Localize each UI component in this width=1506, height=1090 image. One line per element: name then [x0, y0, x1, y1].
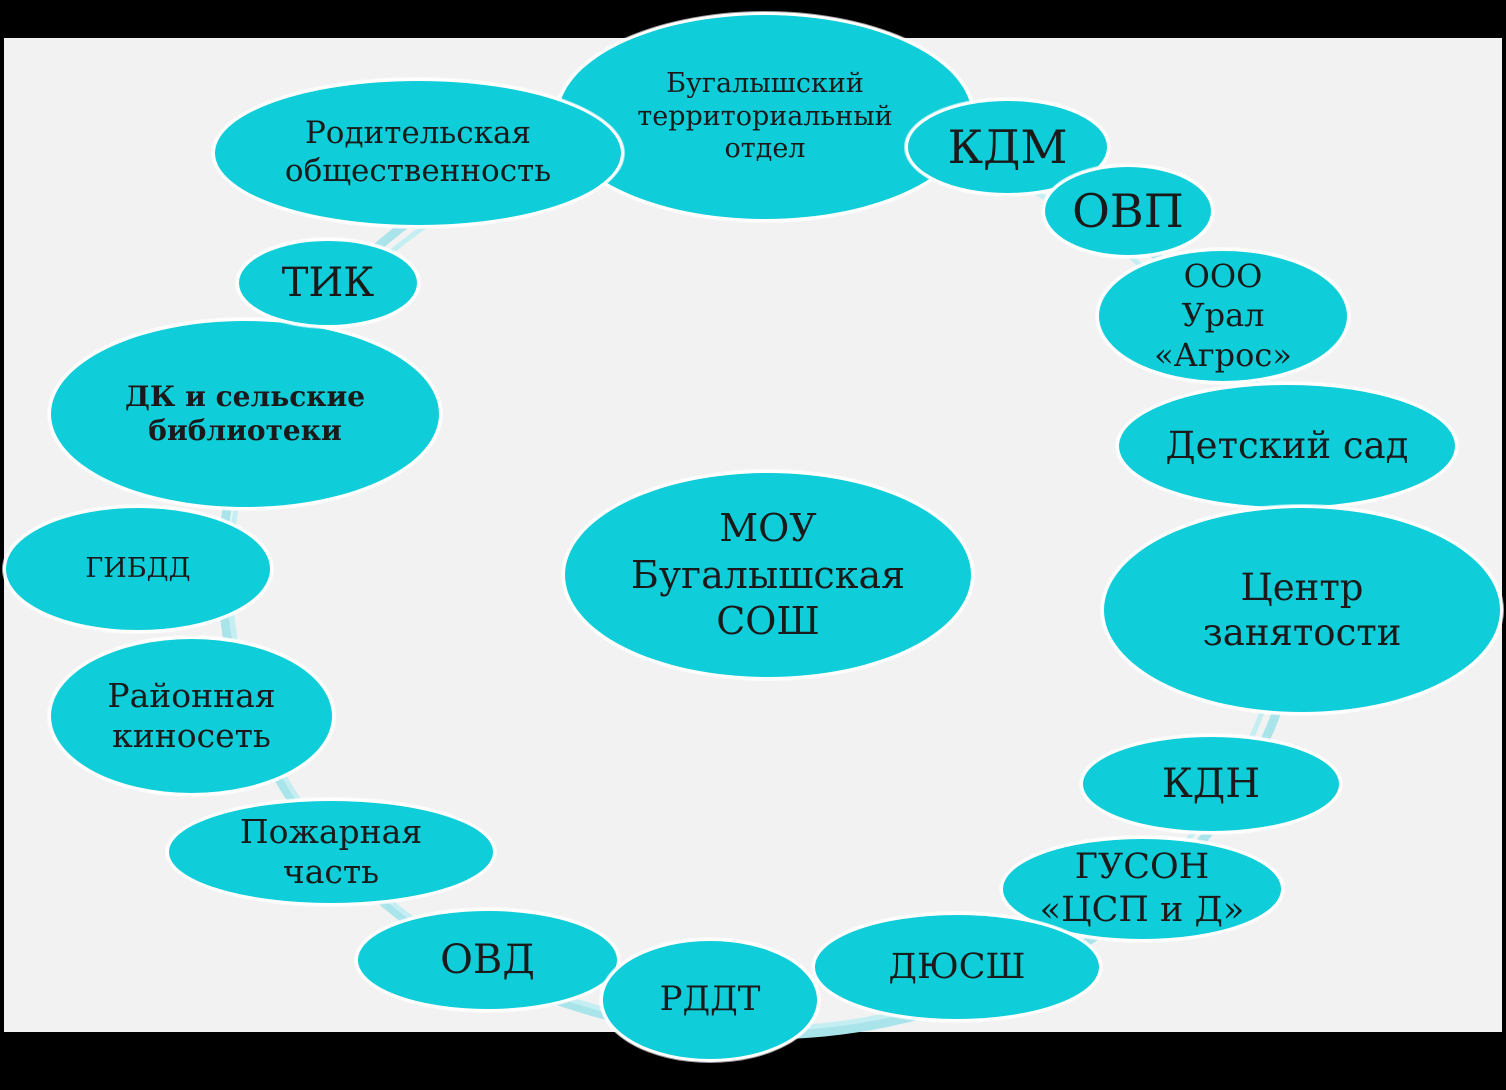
node-label-line: ДЮСШ	[888, 946, 1026, 987]
node-label-line: ОВД	[440, 936, 535, 983]
node-label-line: ООО	[1183, 257, 1263, 296]
node-label-line: Детский сад	[1165, 424, 1409, 468]
node-label-line: КДН	[1161, 760, 1261, 807]
node-label-line: ДК и сельские	[124, 379, 366, 413]
node-label-line: отдел	[724, 133, 806, 165]
node-label-line: Родительская	[304, 115, 532, 152]
node-label-line: «ЦСП и Д»	[1039, 890, 1245, 930]
node-label-line: Бугалышский	[666, 67, 864, 99]
node-ovd: ОВД	[355, 908, 620, 1012]
node-label-line: СОШ	[716, 599, 820, 644]
node-label: КДН	[1162, 760, 1260, 809]
node-kindergarten: Детский сад	[1116, 382, 1458, 510]
node-label-line: ТИК	[281, 259, 375, 306]
node-ovp: ОВП	[1042, 164, 1214, 258]
node-tik: ТИК	[236, 238, 420, 328]
node-label-line: «Агрос»	[1154, 335, 1292, 374]
node-label: ОВП	[1072, 183, 1184, 239]
node-label-line: ОВП	[1072, 183, 1184, 238]
node-label-line: Бугалышская	[630, 552, 906, 597]
node-label-line: киносеть	[112, 716, 271, 755]
node-label: ГИБДД	[85, 553, 190, 586]
node-label-line: Центр	[1240, 565, 1364, 609]
node-label-line: Урал	[1181, 296, 1265, 335]
node-label-line: ГУСОН	[1074, 847, 1210, 888]
node-label: ГУСОН«ЦСП и Д»	[1040, 846, 1245, 931]
node-label-line: библиотеки	[148, 414, 342, 447]
node-gibdd: ГИБДД	[3, 505, 273, 633]
node-label: Детский сад	[1166, 423, 1409, 468]
node-label-line: занятости	[1202, 611, 1402, 654]
node-label: ДЮСШ	[889, 946, 1026, 989]
node-kdn: КДН	[1080, 734, 1342, 834]
node-label-line: КДМ	[947, 119, 1068, 174]
node-label-line: ГИБДД	[85, 552, 191, 584]
node-label-line: Пожарная	[239, 811, 423, 851]
node-label: КДМ	[947, 119, 1067, 175]
node-label-line: часть	[282, 852, 380, 891]
node-label-line: территориальный	[637, 100, 893, 132]
node-label-line: МОУ	[719, 506, 817, 551]
node-rddt: РДДТ	[600, 938, 820, 1062]
node-label: РДДТ	[660, 979, 761, 1020]
node-label-line: РДДТ	[659, 979, 761, 1020]
node-label: ОВД	[440, 936, 535, 985]
node-dyussh: ДЮСШ	[812, 912, 1102, 1022]
node-label-line: Районная	[107, 675, 276, 715]
node-label-line: общественность	[284, 153, 552, 189]
node-label: ТИК	[282, 259, 375, 308]
